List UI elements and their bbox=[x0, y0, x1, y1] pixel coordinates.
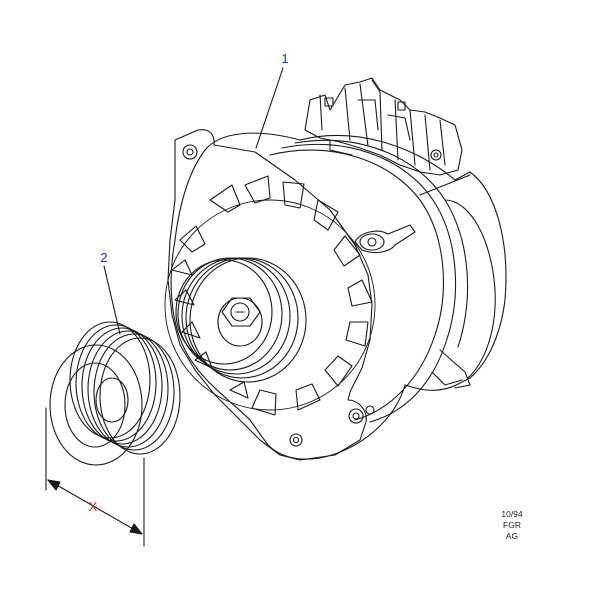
alternator-body bbox=[170, 77, 507, 460]
callout-1: 1 bbox=[281, 51, 288, 66]
drawing-stamp: 10/94 FGR AG bbox=[501, 509, 523, 541]
leader-line-1 bbox=[255, 67, 284, 149]
leader-lines bbox=[103, 67, 284, 335]
cooling-fan bbox=[164, 175, 376, 416]
drive-pulley bbox=[49, 321, 181, 466]
alternator-pulley bbox=[175, 257, 307, 383]
leader-line-2 bbox=[103, 265, 121, 335]
dimension-x bbox=[45, 407, 145, 547]
callout-2: 2 bbox=[100, 250, 107, 265]
stamp-date: 10/94 bbox=[501, 509, 523, 519]
stamp-origin: AG bbox=[506, 531, 518, 541]
front-bracket bbox=[167, 129, 375, 461]
dimension-label-x: X bbox=[89, 499, 98, 514]
stamp-code: FGR bbox=[503, 520, 521, 530]
